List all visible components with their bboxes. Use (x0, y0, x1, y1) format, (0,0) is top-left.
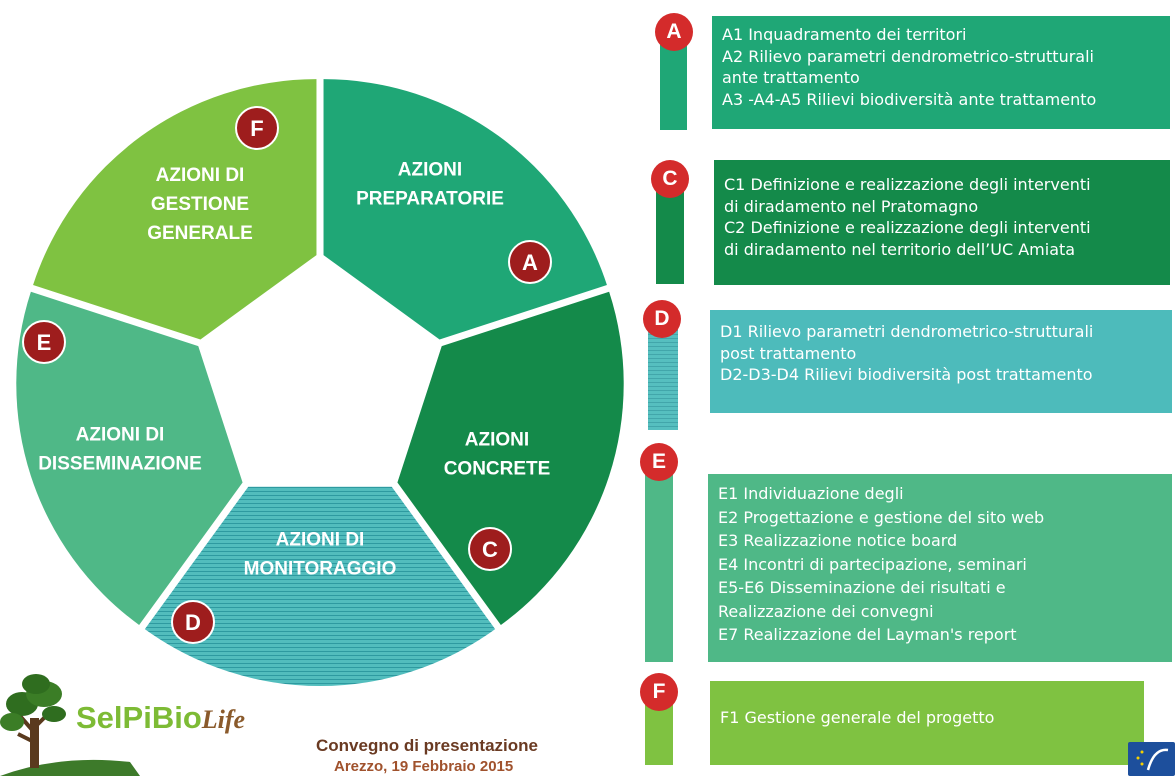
segment-label-monitoraggio: MONITORAGGIO (244, 559, 397, 580)
segment-label-concrete: AZIONI (465, 430, 529, 451)
segment-concrete (397, 291, 624, 625)
segment-label-gestione: GESTIONE (151, 194, 249, 215)
action-line: E1 Individuazione degli (718, 484, 904, 503)
segment-badge-e (22, 320, 66, 364)
segment-badge-d (171, 600, 215, 644)
action-line: di diradamento nel Pratomagno (724, 196, 979, 216)
action-line: Realizzazione dei convegni (718, 601, 934, 621)
action-line: E5-E6 Disseminazione dei risultati e (718, 578, 1006, 597)
segment-label-preparatorie: PREPARATORIE (356, 189, 504, 210)
badge-c: C (651, 160, 689, 198)
logo-life-text: Life (201, 705, 246, 734)
segment-badge-a (508, 240, 552, 284)
segment-label-disseminazione: DISSEMINAZIONE (38, 454, 202, 475)
action-line: E2 Progettazione e gestione del sito web (718, 507, 1045, 527)
logo-wordmark: SelPiBioLife (76, 700, 245, 736)
segment-badge-letter: C (482, 537, 498, 562)
segment-badge-letter: E (37, 330, 52, 355)
logo-main-text: SelPiBio (76, 700, 202, 735)
segment-label-concrete: CONCRETE (444, 459, 551, 480)
action-box-d: D1 Rilievo parametri dendrometrico-strut… (710, 310, 1172, 413)
action-box-e: E1 Individuazione degli E2 Progettazione… (708, 474, 1172, 662)
segment-badge-f (235, 106, 279, 150)
action-line: C1 Definizione e realizzazione degli int… (724, 175, 1091, 194)
action-line: D1 Rilievo parametri dendrometrico-strut… (720, 322, 1094, 341)
eu-life-logo (1128, 742, 1175, 776)
action-line: E3 Realizzazione notice board (718, 531, 958, 550)
action-line: C2 Definizione e realizzazione degli int… (724, 218, 1091, 237)
badge-d: D (643, 300, 681, 338)
segment-label-disseminazione: AZIONI DI (76, 425, 165, 446)
segment-badge-letter: F (250, 116, 263, 141)
action-line: F1 Gestione generale del progetto (720, 708, 995, 727)
selpibio-logo (0, 674, 140, 776)
action-line: A2 Rilievo parametri dendrometrico-strut… (722, 46, 1094, 66)
action-box-c: C1 Definizione e realizzazione degli int… (714, 160, 1170, 285)
segment-badge-c (468, 527, 512, 571)
action-line: E7 Realizzazione del Layman's report (718, 625, 1017, 644)
action-line: post trattamento (720, 343, 857, 363)
segment-label-preparatorie: AZIONI (398, 160, 462, 181)
action-line: A1 Inquadramento dei territori (722, 25, 967, 44)
segment-disseminazione (16, 291, 243, 625)
event-title: Convegno di presentazione (316, 736, 538, 755)
action-line: A3 -A4-A5 Rilievi biodiversità ante trat… (722, 89, 1097, 109)
action-line: di diradamento nel territorio dell’UC Am… (724, 239, 1076, 259)
badge-e: E (640, 443, 678, 481)
bar-d (648, 320, 678, 430)
action-line: D2-D3-D4 Rilievi biodiversità post tratt… (720, 365, 1093, 384)
badge-a: A (655, 13, 693, 51)
action-box-f: F1 Gestione generale del progetto (710, 681, 1144, 765)
event-date: Arezzo, 19 Febbraio 2015 (334, 758, 514, 775)
action-line: ante trattamento (722, 68, 860, 87)
segment-monitoraggio (144, 486, 496, 686)
action-line: E4 Incontri di partecipazione, seminari (718, 554, 1027, 574)
segment-badge-letter: D (185, 610, 201, 635)
badge-f: F (640, 673, 678, 711)
segment-label-gestione: AZIONI DI (156, 165, 245, 186)
segment-label-gestione: GENERALE (147, 223, 253, 244)
actions-wheel: AZIONI PREPARATORIE AZIONI CONCRETE AZIONI D… (16, 79, 624, 686)
bar-e (645, 462, 673, 662)
segment-label-monitoraggio: AZIONI DI (276, 530, 365, 551)
segment-badge-letter: A (522, 250, 538, 275)
action-box-a: A1 Inquadramento dei territori A2 Riliev… (712, 16, 1170, 129)
